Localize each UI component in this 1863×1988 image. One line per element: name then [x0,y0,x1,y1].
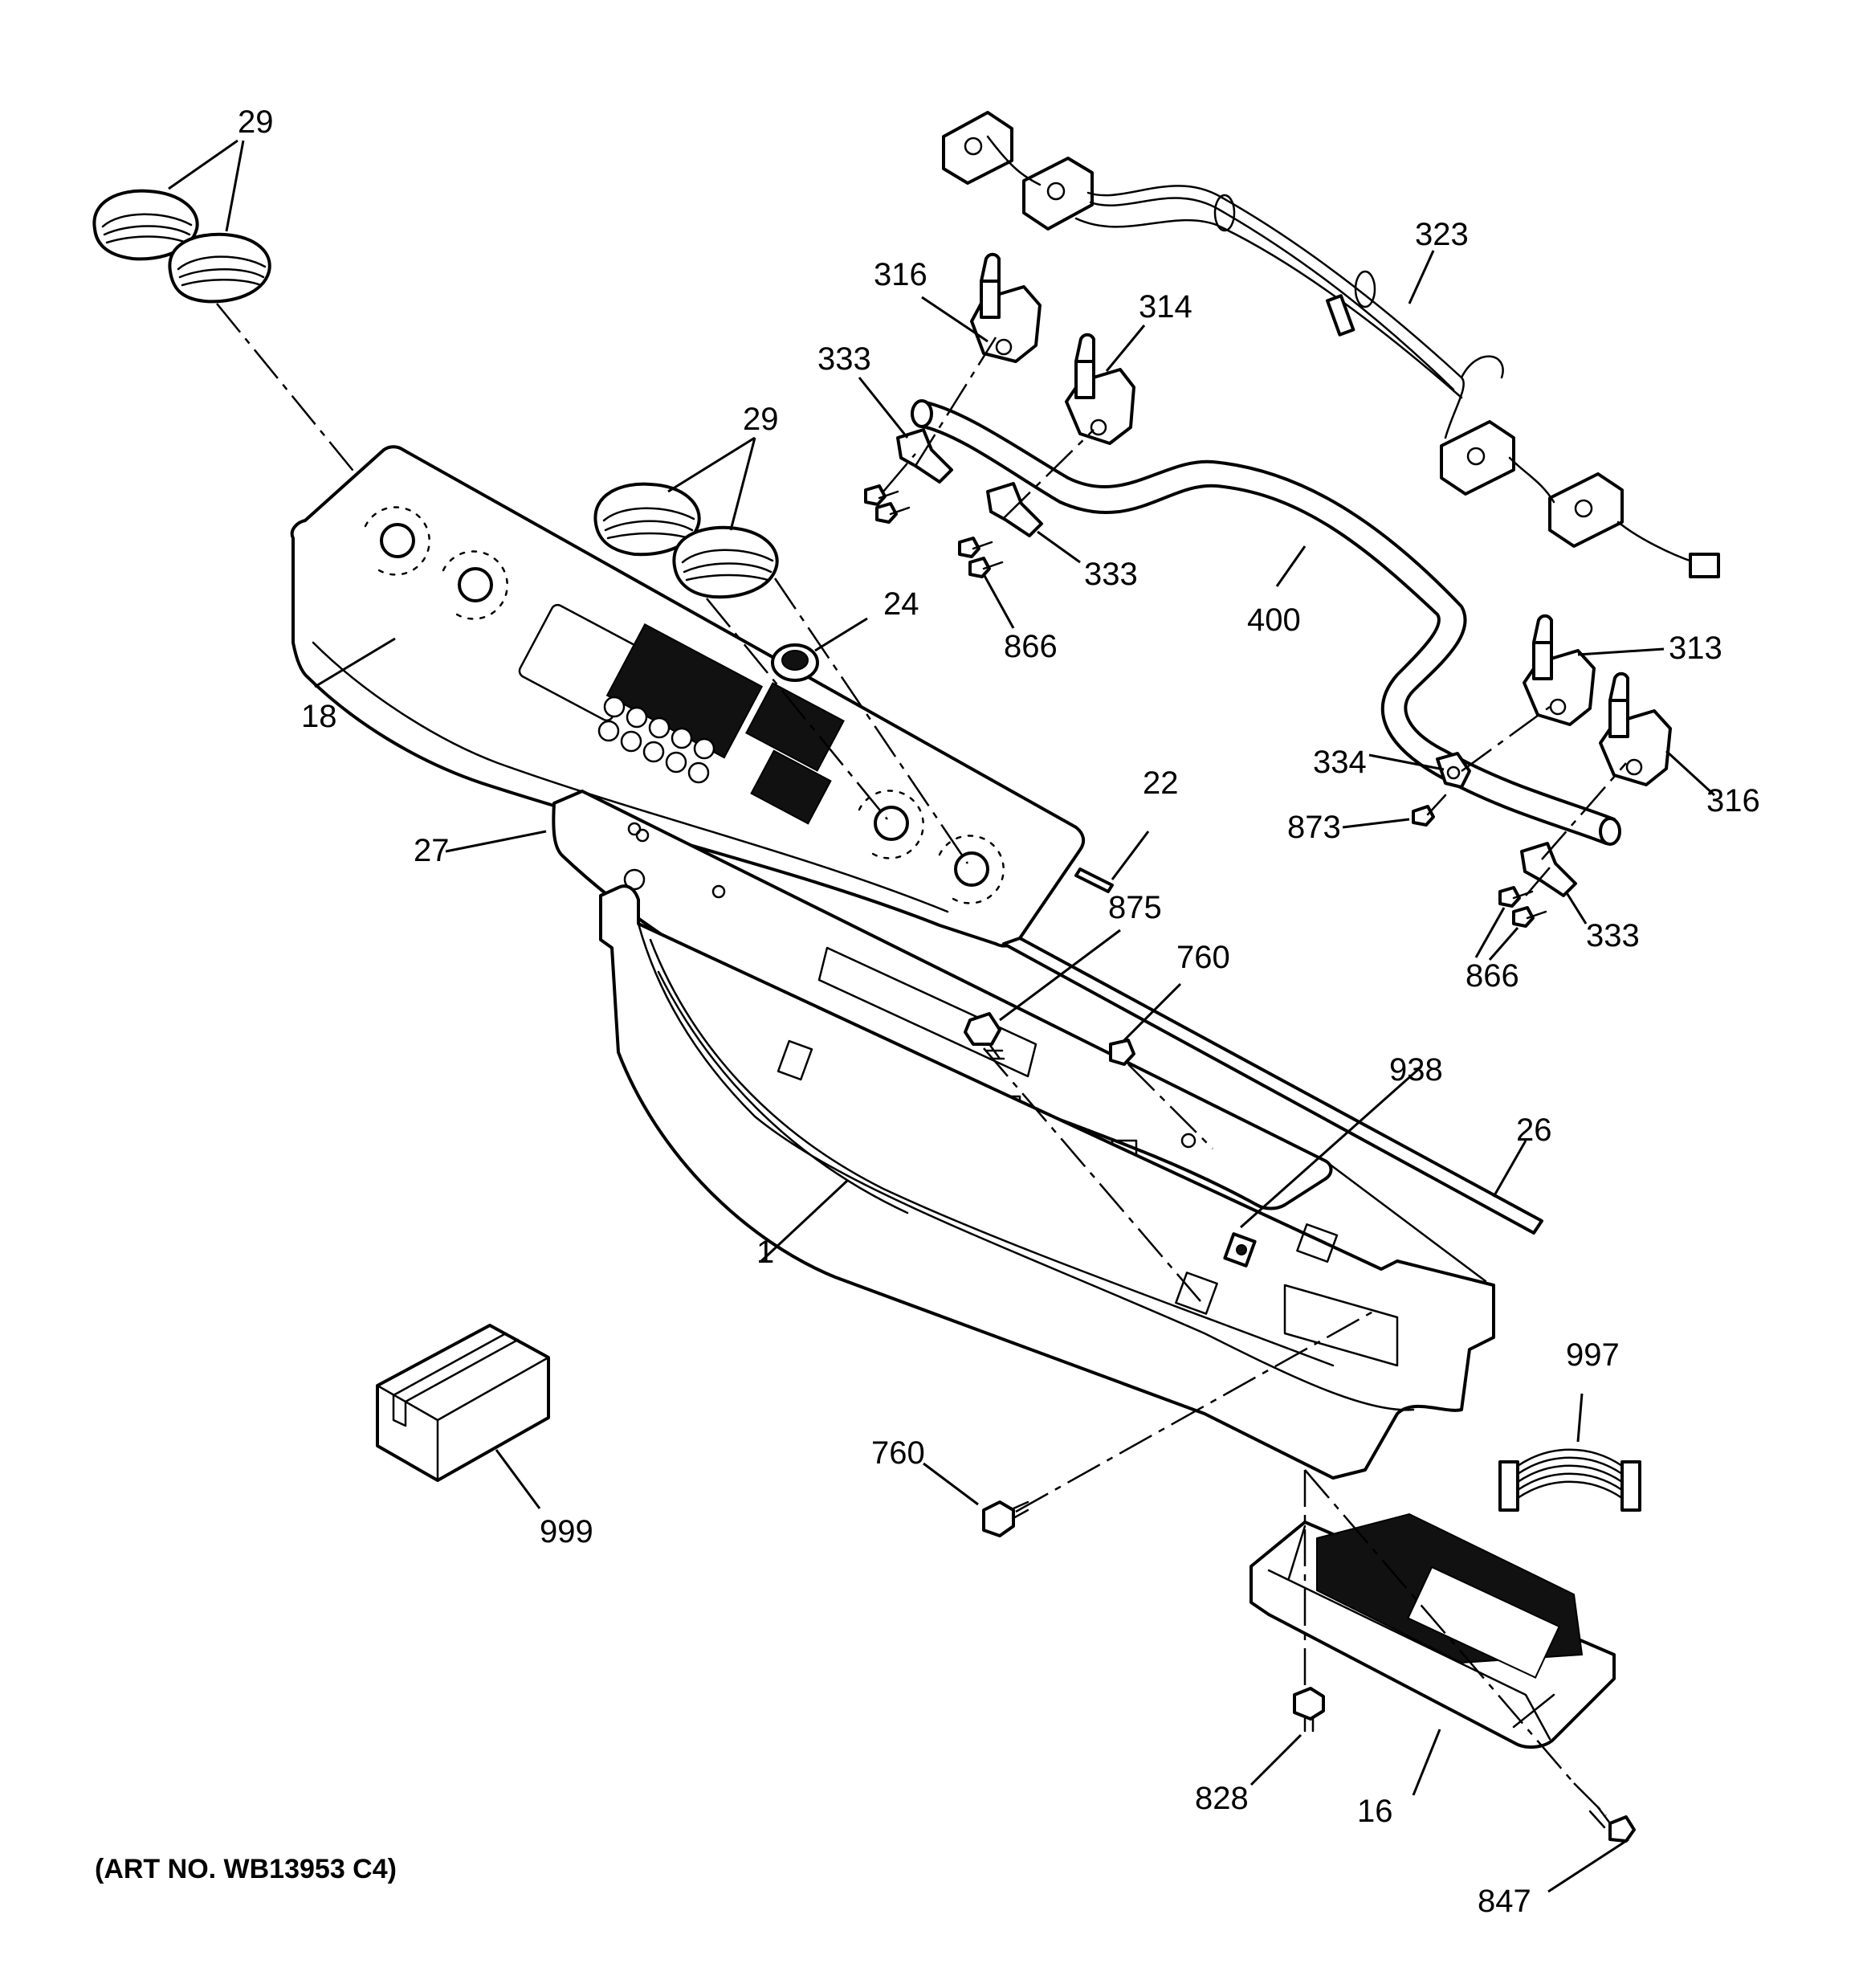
callout-316: 316 [1706,783,1760,818]
callout-333: 333 [1586,918,1640,953]
callout-26: 26 [1516,1112,1552,1148]
knob-29-left-pair [92,189,271,304]
callout-333: 333 [817,341,871,377]
callout-16: 16 [1357,1794,1393,1829]
callout-875: 875 [1108,890,1162,925]
callout-18: 18 [301,699,337,734]
callout-760: 760 [871,1435,925,1471]
callout-999: 999 [540,1514,593,1549]
knob [168,232,271,304]
callout-27: 27 [414,833,450,868]
callout-400: 400 [1247,602,1301,638]
control-panel-18 [290,445,1086,948]
screw-873 [1412,794,1447,827]
callout-997: 997 [1566,1337,1620,1373]
screw-760-upper [1109,1039,1135,1066]
screw-875 [964,1012,1005,1060]
callout-847: 847 [1478,1884,1531,1919]
gasket-24 [771,643,819,682]
knob [92,189,199,261]
callout-29: 29 [743,402,779,437]
screw-760-lower [982,1500,1029,1537]
valve-316-upper [970,252,1042,363]
bracket-333-upper-right [986,482,1043,537]
trim-26 [1002,937,1543,1235]
knob-29-left-leader-line [216,303,396,523]
harness-997 [1498,1448,1641,1512]
screw-847 [1588,1806,1636,1843]
bracket-334 [1436,752,1471,789]
callout-labels: 29 29 18 24 27 22 875 760 938 26 1 999 7… [238,104,1760,1919]
strip-22 [1074,867,1114,893]
backsplash-1 [599,884,1495,1480]
knob-hole [458,567,493,602]
callout-1: 1 [756,1235,774,1270]
callout-334: 334 [1313,745,1367,780]
callout-29: 29 [238,104,274,140]
callout-760: 760 [1176,940,1230,975]
screw-828 [1293,1687,1325,1733]
knob-hole [874,806,909,841]
callout-333: 333 [1084,557,1138,592]
bracket-333-upper-left [896,428,953,484]
callout-828: 828 [1195,1781,1249,1816]
screws-866-lower [1498,886,1547,928]
callout-873: 873 [1287,810,1341,845]
callout-866: 866 [1466,958,1519,994]
callout-316: 316 [874,257,927,292]
art-number-footer: (ART NO. WB13953 C4) [95,1854,397,1884]
clip-938 [1223,1232,1257,1268]
valve-314 [1065,333,1135,445]
callout-323: 323 [1415,217,1469,252]
callout-22: 22 [1143,765,1179,801]
keypad [518,603,845,825]
valve-313 [1523,614,1596,726]
callout-313: 313 [1669,631,1722,666]
knob [593,482,701,557]
callout-314: 314 [1139,289,1192,325]
knob-hole [380,523,415,558]
wire-harness-323 [942,111,1720,578]
manifold-tube-400 [911,399,1621,846]
valve-316-lower [1599,672,1672,786]
knob-hole [954,851,989,887]
box-999 [376,1324,550,1482]
screws-866-upper [864,484,1004,578]
callout-24: 24 [883,586,919,622]
knob [672,525,779,599]
callout-866: 866 [1004,629,1058,664]
control-board-16 [1249,1512,1616,1749]
knob-29-middle-pair [593,482,779,599]
callout-938: 938 [1389,1052,1443,1088]
